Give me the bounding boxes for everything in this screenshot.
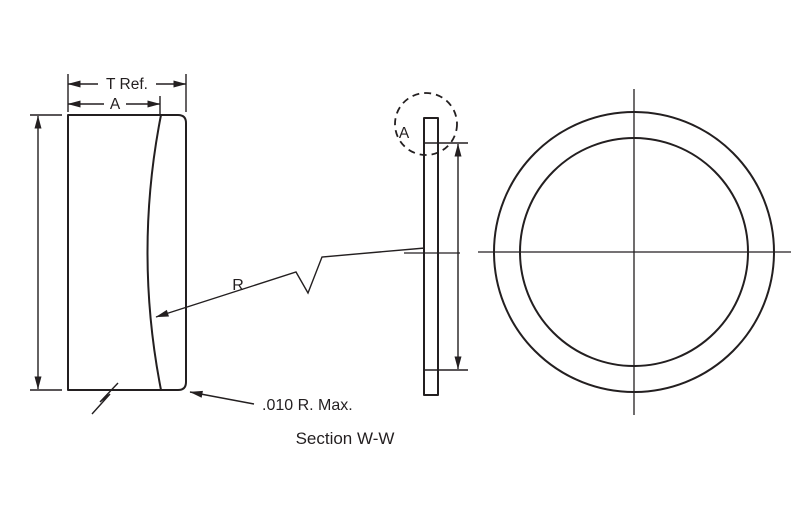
break-zigzag — [91, 382, 119, 415]
front-view — [478, 89, 791, 415]
detail-label: A — [399, 125, 410, 142]
corner-radius-note: .010 R. Max. — [262, 397, 353, 414]
t-ref-dimension: T Ref. — [67, 74, 187, 112]
corner-radius-callout: .010 R. Max. — [189, 390, 353, 414]
section-caption: Section W-W — [296, 429, 395, 448]
t-ref-dim-label: T Ref. — [106, 76, 148, 93]
radius-label: R — [232, 277, 244, 294]
concave-surface-arc — [146, 114, 162, 391]
radius-leader-line — [155, 247, 426, 318]
detail-circle — [394, 92, 458, 156]
a-dim-label: A — [110, 96, 121, 113]
a-dimension: A — [67, 96, 161, 114]
section-outline — [67, 114, 187, 391]
radius-leader: R — [155, 247, 426, 318]
height-dimension — [30, 114, 62, 391]
edge-view: A — [394, 92, 468, 396]
corner-radius-leader — [189, 390, 255, 405]
inner-circle — [519, 137, 749, 367]
section-view: T Ref. A R — [30, 74, 426, 448]
edge-view-outline — [423, 117, 439, 396]
outer-circle — [493, 111, 775, 393]
